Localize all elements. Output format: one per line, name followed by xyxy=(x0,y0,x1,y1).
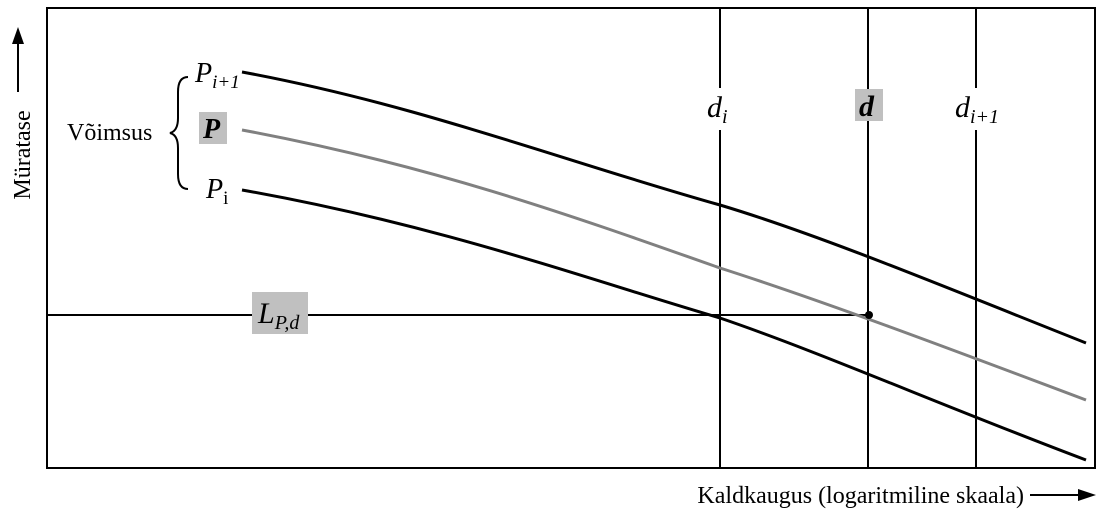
curve-middle-label-highlight xyxy=(199,112,227,144)
curve-upper xyxy=(241,70,1087,345)
distance-label-left-bg xyxy=(695,88,745,130)
power-group-brace xyxy=(169,76,189,190)
x-axis-label: Kaldkaugus (logaritmiline skaala) xyxy=(697,483,1024,509)
curve-middle-label: P xyxy=(202,114,221,145)
curve-middle xyxy=(241,128,1087,402)
distance-label-target: d xyxy=(859,90,875,123)
plot-frame xyxy=(46,7,1096,469)
curve-upper-label: Pi+1 xyxy=(194,58,240,93)
power-group-label: Võimsus xyxy=(67,120,152,146)
level-label: LP,d xyxy=(257,297,300,334)
distance-label-right-bg xyxy=(946,88,1008,130)
x-axis-arrow-head xyxy=(1078,489,1096,501)
curve-lower-label: Pi xyxy=(205,174,228,209)
intersection-point xyxy=(865,311,873,319)
y-axis-arrow-head xyxy=(12,27,24,44)
distance-label-target-highlight xyxy=(855,89,883,121)
level-label-highlight xyxy=(252,292,308,334)
curve-lower xyxy=(241,188,1087,462)
distance-label-left: di xyxy=(707,91,728,128)
y-axis-label: Müratase xyxy=(10,110,36,199)
distance-label-right: di+1 xyxy=(955,91,999,128)
